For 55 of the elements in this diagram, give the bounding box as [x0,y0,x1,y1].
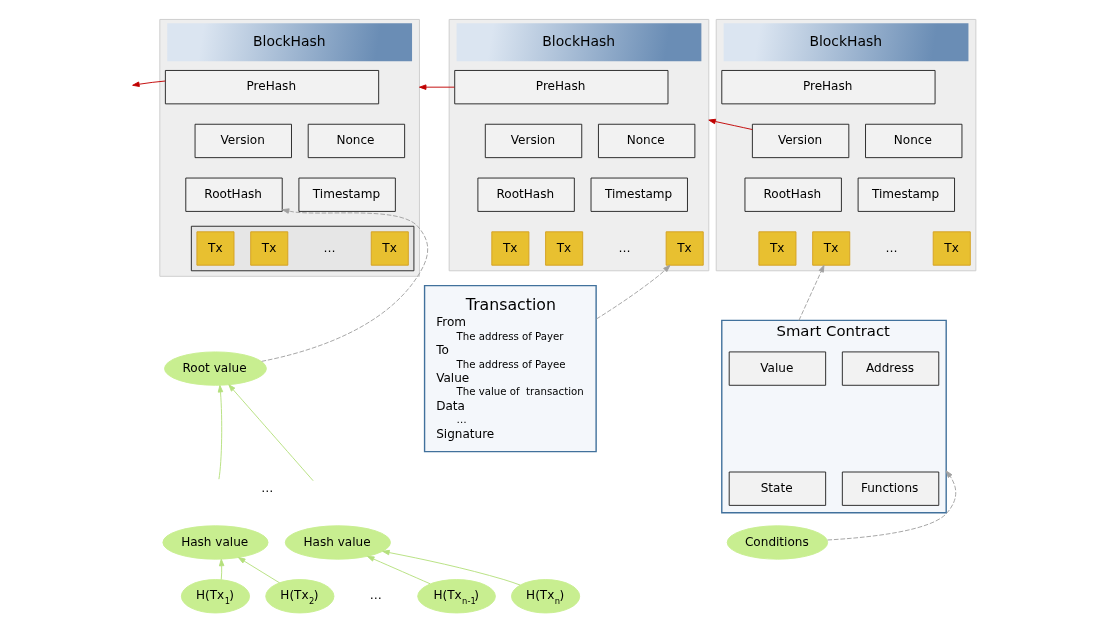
node-box: Tx [544,231,583,266]
node-box: Tx [195,231,234,266]
node-box: Value [728,351,826,386]
node-ellipse: H(Tx$_{2}$) [264,579,334,614]
arrow [707,118,753,130]
node-box: Version [194,123,292,159]
node-ellipse: H(Tx$_{n}$) [510,579,580,614]
node-box: RootHash [184,177,283,212]
node-box: Nonce [864,123,962,159]
node-box: Timestamp [590,177,688,212]
node-box: Tx [665,231,704,266]
node-box: Transaction From The address of Payer To The address of Payee Value The value of transaction Data … Signature [423,284,597,453]
arrow [797,264,824,321]
arrow [366,555,431,585]
label: … [260,480,273,495]
arrow [595,265,670,320]
cluster [190,225,414,272]
arrow [237,557,280,584]
node-box: Timestamp [857,177,955,212]
node-ellipse: Conditions [726,525,828,560]
node-ellipse: Root value [163,351,267,386]
node-ellipse: H(Tx$_{n-1}$) [416,579,496,614]
node-box: Tx [757,231,796,266]
node-box: PreHash [453,70,668,105]
node-box: Tx [370,231,409,266]
arrow [260,208,428,362]
arrow [131,80,166,87]
node-box: State [728,471,826,506]
node-box: RootHash [476,177,575,212]
node-box: Address [841,351,939,386]
node-box: Version [751,123,849,159]
label: … [884,240,898,255]
label: … [323,240,336,255]
node-box: PreHash [164,70,379,105]
arrow [826,470,956,541]
arrow [227,384,314,482]
node-box: PreHash [720,70,936,105]
node-ellipse: H(Tx$_{1}$) [180,579,250,614]
node-box: Tx [811,231,850,266]
node-box: Nonce [597,123,695,159]
node-ellipse: Hash value [161,525,268,560]
label: … [617,240,630,255]
node-box: Tx [490,231,529,266]
arrow [217,385,223,480]
arrow [418,84,455,90]
node-box: Tx [249,231,288,266]
node-box: Version [484,123,582,159]
arrow [381,549,521,586]
label: … [369,588,382,603]
node-box: Tx [932,231,971,266]
node-box: Nonce [307,123,405,159]
node-box: Functions [841,471,939,506]
node-box: Timestamp [297,177,396,212]
arrow [218,558,224,581]
node-box: RootHash [744,177,842,212]
